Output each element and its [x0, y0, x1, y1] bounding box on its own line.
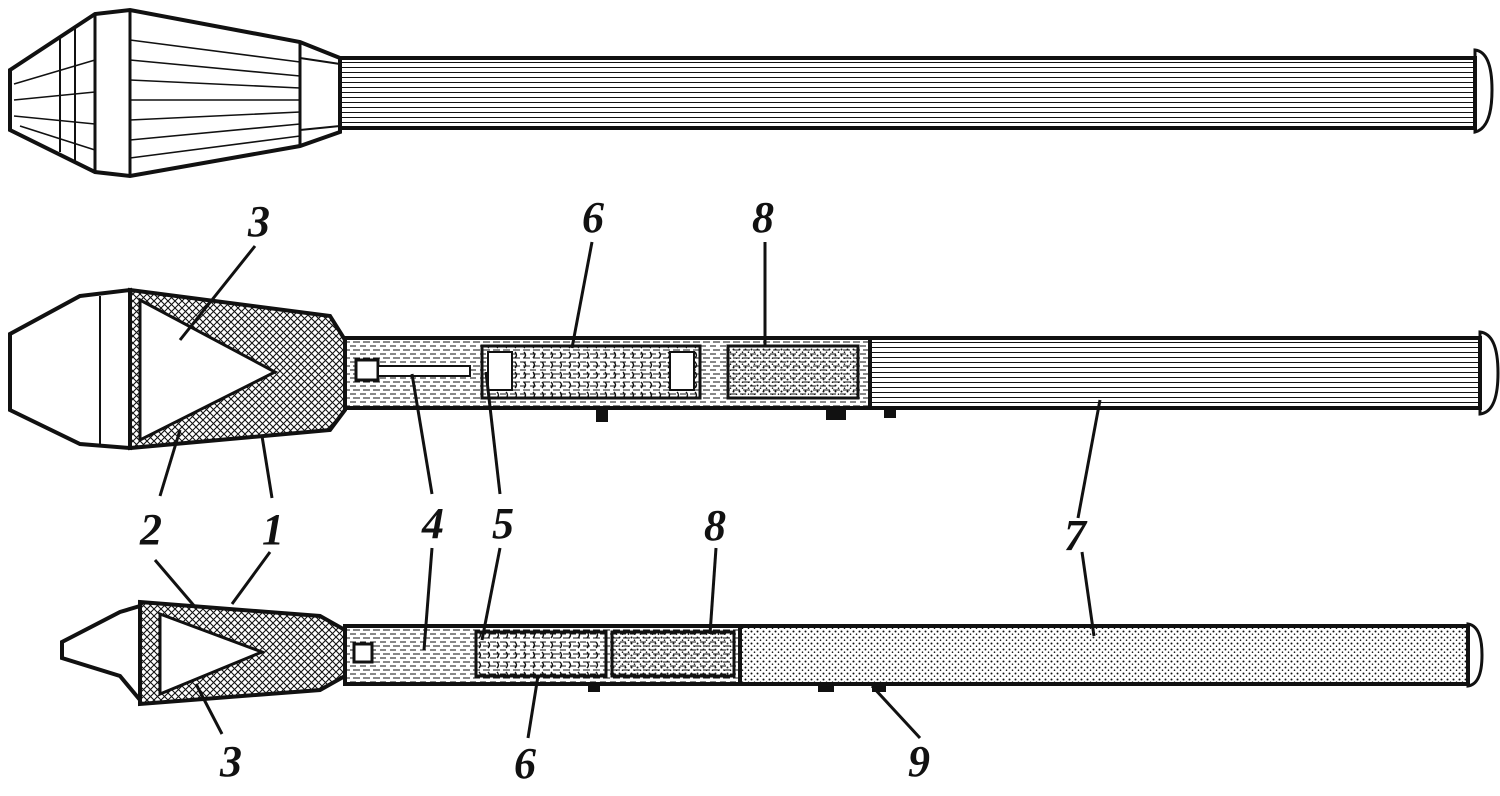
callout-3-upper: 3	[247, 197, 270, 246]
leader-lines	[153, 241, 1102, 740]
callout-7: 7	[1064, 511, 1088, 560]
lower-cavity	[158, 611, 267, 697]
lower-propellant	[474, 630, 608, 678]
exterior-view	[8, 7, 1494, 179]
exterior-tube	[338, 48, 1494, 134]
section-lower-view	[60, 599, 1484, 707]
upper-nose-cap	[8, 287, 132, 451]
callout-3-lower: 3	[219, 737, 242, 786]
callout-8-lower: 8	[704, 501, 726, 550]
lower-nose-spike	[60, 603, 142, 706]
upper-tail-tube	[868, 336, 1482, 410]
lower-tail-tube	[738, 624, 1470, 686]
exterior-warhead	[8, 7, 342, 179]
callout-4: 4	[421, 499, 444, 548]
lower-charge-8	[610, 630, 736, 678]
callout-6-upper: 6	[582, 193, 604, 242]
callout-1: 1	[262, 505, 284, 554]
upper-charge-8	[726, 344, 860, 400]
section-upper-view	[8, 287, 1500, 451]
callout-2: 2	[139, 505, 162, 554]
callout-labels: 3 6 8 2 1 4 5 8 7 3 6 9	[139, 193, 1088, 788]
upper-propellant	[480, 344, 702, 400]
callout-6-lower: 6	[514, 739, 536, 788]
callout-8-upper: 8	[752, 193, 774, 242]
callout-9: 9	[908, 737, 930, 786]
callout-5: 5	[492, 499, 514, 548]
upper-cavity	[138, 297, 279, 443]
